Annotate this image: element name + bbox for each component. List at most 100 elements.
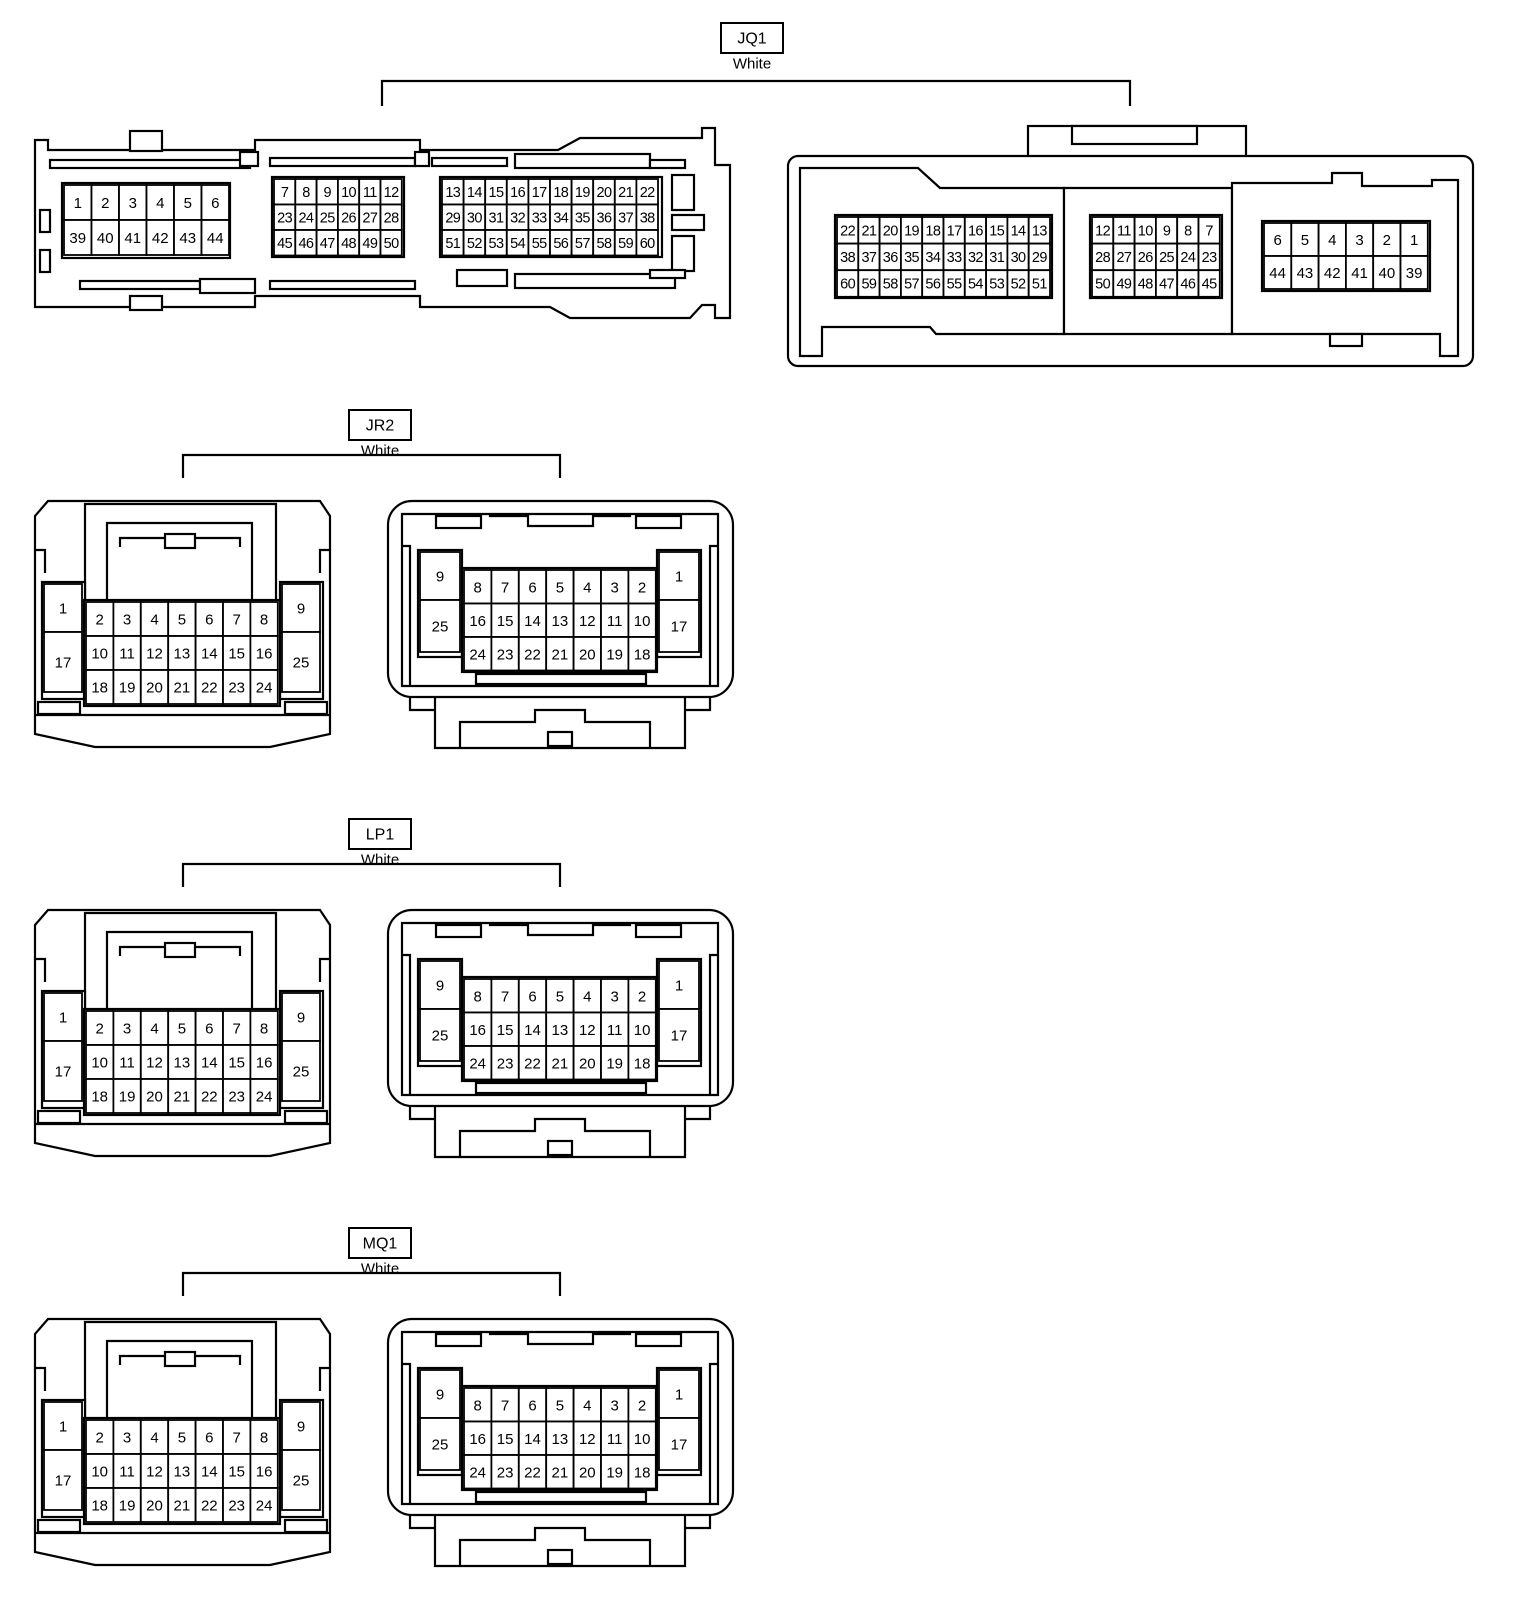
pin-cavity (1197, 269, 1221, 298)
rib (413, 150, 431, 168)
rib (474, 1081, 648, 1095)
pin-number: 6 (205, 612, 213, 629)
pin-number: 19 (904, 223, 919, 239)
pin-number: 36 (597, 210, 612, 226)
pin-number: 16 (469, 1431, 486, 1448)
pin-number: 10 (634, 1022, 651, 1039)
pin-number: 31 (489, 210, 504, 226)
pin-number: 52 (467, 236, 482, 252)
pin-number: 58 (883, 277, 898, 293)
pin-number: 38 (640, 210, 655, 226)
pin-number: 3 (611, 579, 619, 596)
connector-name-box (348, 1227, 412, 1259)
lock-tab (458, 1117, 652, 1157)
inner-step (402, 1362, 412, 1504)
pin-cavity (1372, 255, 1402, 290)
pin-cavity (1399, 222, 1429, 257)
pin-number: 2 (638, 988, 646, 1005)
pin-number: 7 (233, 1021, 241, 1038)
pin-number: 1 (59, 601, 67, 618)
pin-cavity (249, 1453, 279, 1489)
pin-cavity (194, 1453, 224, 1489)
rib (283, 1109, 329, 1125)
pin-cavity (43, 992, 83, 1042)
pin-number: 15 (228, 1464, 245, 1481)
pin-cavity (545, 636, 575, 672)
housing-step (35, 548, 47, 573)
pin-number: 6 (528, 1397, 536, 1414)
pin-number: 12 (579, 1431, 596, 1448)
pin-number: 46 (1180, 277, 1195, 293)
housing-step (318, 1366, 330, 1391)
pin-cavity (194, 669, 224, 705)
pin-number: 41 (124, 230, 141, 247)
pin-number: 35 (904, 250, 919, 266)
pin-number: 20 (146, 680, 163, 697)
pin-number: 25 (432, 1028, 449, 1045)
pin-number: 55 (947, 277, 962, 293)
rib (434, 923, 483, 939)
lock-button (546, 1139, 574, 1157)
pin-number: 3 (611, 1397, 619, 1414)
pin-number: 2 (638, 1397, 646, 1414)
pin-cavity (379, 229, 403, 257)
pin-number: 14 (201, 646, 218, 663)
pin-number: 15 (228, 646, 245, 663)
pin-cavity (167, 1044, 197, 1080)
pin-number: 25 (320, 210, 335, 226)
pin-number: 22 (524, 1055, 541, 1072)
pin-number: 21 (618, 185, 633, 201)
pin-cavity (281, 1449, 321, 1511)
pin-cavity (627, 1045, 657, 1081)
pin-number: 8 (260, 1430, 268, 1447)
pin-cavity (249, 1010, 279, 1046)
pin-number: 11 (119, 1464, 135, 1481)
pin-number: 11 (607, 1022, 623, 1039)
pin-cavity (281, 1401, 321, 1451)
rib (1328, 332, 1364, 348)
pin-number: 27 (1116, 250, 1131, 266)
pin-number: 23 (497, 1464, 514, 1481)
key-notch (38, 208, 52, 234)
pin-number: 1 (675, 1387, 683, 1404)
pin-cavity (222, 1078, 252, 1114)
pin-number: 53 (989, 277, 1004, 293)
pin-number: 14 (524, 1022, 541, 1039)
pin-number: 1 (59, 1419, 67, 1436)
pin-cavity (63, 219, 93, 256)
pin-number: 20 (579, 646, 596, 663)
housing-step (35, 957, 47, 982)
pin-number: 17 (671, 1028, 688, 1045)
pin-number: 43 (1297, 265, 1314, 282)
pin-number: 21 (861, 223, 876, 239)
rib (283, 700, 329, 716)
pin-cavity (1263, 222, 1293, 257)
pin-number: 9 (436, 978, 444, 995)
rib (78, 279, 202, 291)
pin-cavity (627, 636, 657, 672)
pin-cavity (167, 1487, 197, 1523)
pin-cavity (600, 1011, 630, 1047)
pin-cavity (281, 583, 321, 633)
rib (268, 279, 417, 291)
rib (283, 1518, 329, 1534)
pin-cavity (139, 1453, 170, 1489)
pin-cavity (200, 219, 230, 256)
pin-number: 3 (1355, 232, 1363, 249)
pin-cavity (572, 1454, 602, 1490)
housing-step (318, 957, 330, 982)
pin-number: 6 (205, 1430, 213, 1447)
lock-housing (433, 1514, 687, 1568)
pin-cavity (167, 1078, 197, 1114)
pin-number: 42 (152, 230, 169, 247)
lock-housing (433, 696, 687, 750)
pin-cavity (194, 1419, 224, 1455)
pin-cavity (85, 1044, 115, 1080)
pin-number: 14 (524, 1431, 541, 1448)
pin-number: 5 (184, 195, 192, 212)
connector-bracket (380, 79, 1132, 106)
inner-step (708, 953, 718, 1095)
pin-number: 24 (469, 1055, 486, 1072)
